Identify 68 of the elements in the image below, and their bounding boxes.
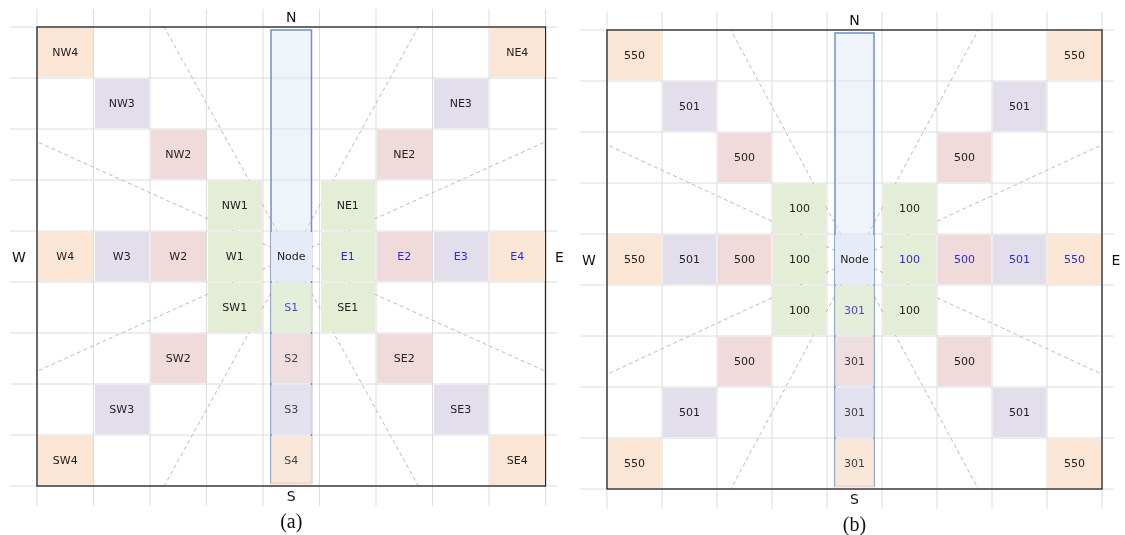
grid-cell: NE4 [490,28,545,77]
grid-cell: E1 [320,232,375,281]
grid-cell: S1 [271,283,312,332]
grid-cell: SE2 [377,334,432,383]
compass-label: N [286,9,297,25]
grid-cell: 500 [938,337,991,386]
grid-cell: 100 [883,286,936,335]
grid-cell: 501 [663,388,716,437]
grid-cell: SE1 [320,283,375,332]
grid-cell: 301 [835,388,874,437]
grid-cell: 501 [993,82,1046,131]
grid-cell: SW4 [38,436,93,485]
grid-cell: 550 [608,235,661,284]
grid-cell: SW3 [94,385,149,434]
panel-caption: (b) [842,512,867,535]
grid-cell: 500 [718,133,771,182]
grid-cell: 550 [1048,235,1101,284]
grid-cell: 501 [663,82,716,131]
grid-cell: 301 [835,439,874,488]
grid-cell: Node [835,235,874,284]
grid-cell: NW4 [38,28,93,77]
grid-cell: SW1 [207,283,262,332]
grid-cell: S4 [271,436,312,485]
compass-label: S [850,491,859,507]
panel-caption: (a) [280,509,303,533]
grid-cell: SE3 [433,385,488,434]
grid-cell: NW1 [207,181,262,230]
compass-label: S [286,488,296,504]
compass-label: E [555,248,564,265]
grid-cell: NW2 [151,130,206,179]
compass-label: W [12,248,26,265]
grid-cell: W4 [38,232,93,281]
grid-cell: S3 [271,385,312,434]
grid-cell: 500 [718,235,771,284]
grid-cell: 100 [883,184,936,233]
compass-label: W [582,251,596,268]
grid-cell: NW3 [94,79,149,128]
grid-cell: 100 [773,286,826,335]
grid-cell: 501 [993,388,1046,437]
grid-cell: 100 [773,184,826,233]
grid-cell: NE2 [377,130,432,179]
grid-cell: S2 [271,334,312,383]
grid-cell: E3 [433,232,488,281]
grid-cell: 100 [773,235,826,284]
grid-cell: W3 [94,232,149,281]
grid-cell: E2 [377,232,432,281]
grid-cell: 501 [663,235,716,284]
grid-cell: 301 [835,337,874,386]
grid-cell: 550 [1048,31,1101,80]
grid-cell: 501 [993,235,1046,284]
grid-cell: 550 [608,439,661,488]
grid-cell: NE1 [320,181,375,230]
grid-cell: NE3 [433,79,488,128]
compass-label: N [849,12,860,28]
grid-cell: Node [271,232,312,281]
grid-cell: 500 [938,235,991,284]
grid-cell: E4 [490,232,545,281]
grid-cell: SE4 [490,436,545,485]
grid-cell: 550 [608,31,661,80]
grid-cell: 100 [883,235,936,284]
grid-cell: W1 [207,232,262,281]
grid-cell: 301 [835,286,874,335]
grid-cell: 500 [718,337,771,386]
grid-cell: SW2 [151,334,206,383]
grid-cell: 500 [938,133,991,182]
grid-cell: 550 [1048,439,1101,488]
grid-cell: W2 [151,232,206,281]
compass-label: E [1111,251,1121,268]
